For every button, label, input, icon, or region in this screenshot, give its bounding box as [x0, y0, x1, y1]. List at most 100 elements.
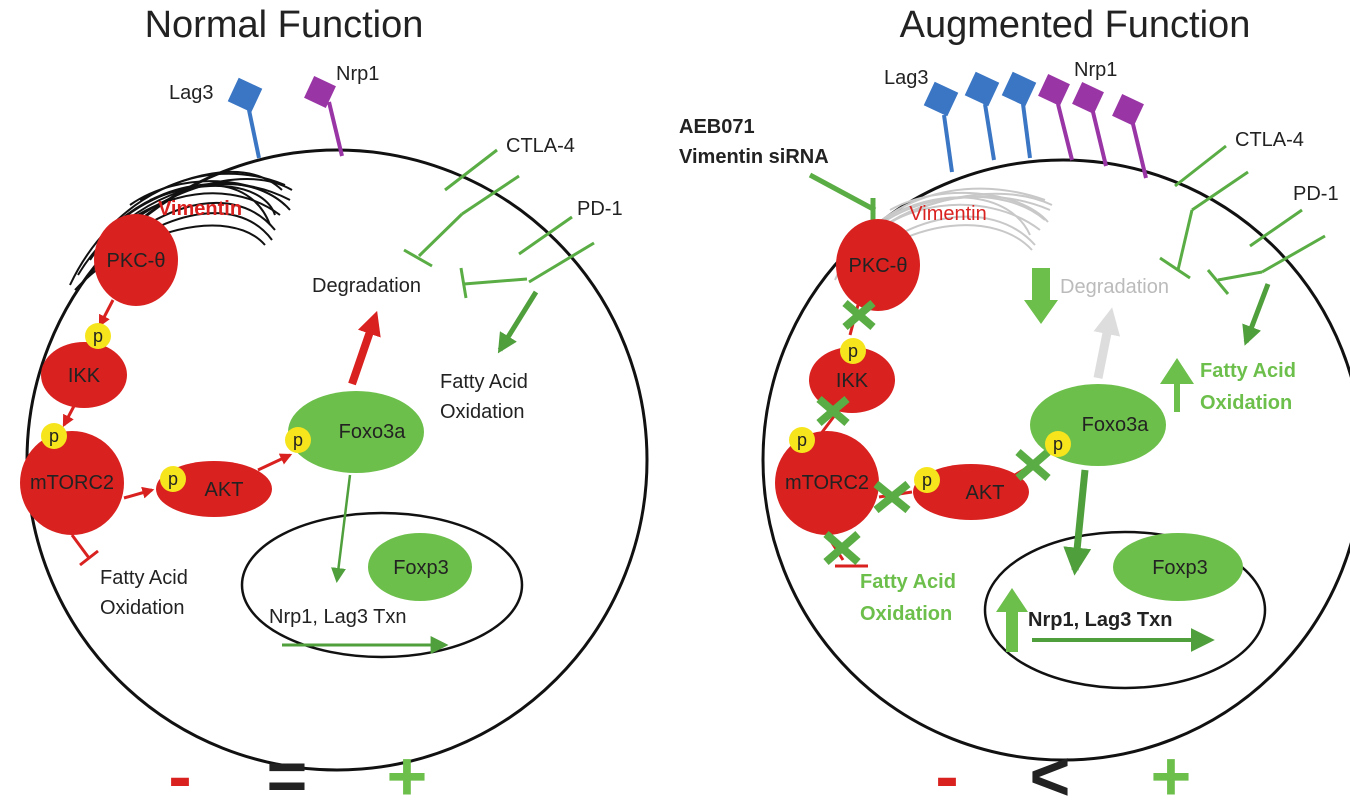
normal-akt-label: AKT	[205, 479, 244, 501]
augmented-txn-up-arrow	[996, 588, 1028, 652]
normal-arrow-foxo3a-degradation	[348, 310, 381, 386]
normal-lag3-receptor	[227, 77, 263, 159]
augmented-block-x-1	[842, 299, 876, 331]
augmented-block-x-4	[873, 480, 911, 514]
normal-fao-left-1: Fatty Acid	[100, 567, 188, 589]
normal-nrp1-receptor	[304, 76, 344, 157]
normal-pkc-node	[94, 214, 178, 306]
normal-mtorc2-label: mTORC2	[30, 472, 114, 494]
normal-mtorc2-p-label: p	[49, 426, 59, 446]
normal-fao-left-2: Oxidation	[100, 597, 185, 619]
normal-ikk-label: IKK	[68, 365, 101, 387]
augmented-ctla4-label: CTLA-4	[1235, 129, 1304, 151]
normal-mtorc2-node	[20, 431, 124, 535]
normal-arrow-mtorc2-akt	[123, 486, 155, 500]
augmented-pd1-receptor	[1206, 208, 1326, 295]
normal-foxp3-node	[368, 533, 472, 601]
normal-degradation-label: Degradation	[312, 275, 421, 297]
normal-akt-phospho	[160, 466, 186, 492]
augmented-foxo3a-p-label: p	[1053, 434, 1063, 454]
augmented-bottom-less-than: <	[1030, 737, 1071, 809]
augmented-inhibitor-tbar	[808, 172, 877, 228]
augmented-fao-left-1: Fatty Acid	[860, 571, 956, 593]
augmented-title: Augmented Function	[900, 4, 1251, 46]
normal-txn-label: Nrp1, Lag3 Txn	[269, 606, 407, 628]
augmented-nrp1-label: Nrp1	[1074, 59, 1117, 81]
normal-arrow-ikk-mtorc2	[62, 405, 76, 428]
normal-foxo3a-label: Foxo3a	[339, 421, 407, 443]
augmented-akt-node	[913, 464, 1029, 520]
normal-bottom-plus: +	[387, 737, 428, 809]
augmented-nrp1-receptors	[1038, 74, 1148, 179]
normal-vimentin-label: Vimentin	[158, 198, 242, 220]
augmented-inhibitor-sirna: Vimentin siRNA	[679, 146, 829, 168]
augmented-ikk-label: IKK	[836, 370, 869, 392]
augmented-lag3-receptors	[923, 71, 1037, 173]
normal-ikk-p-label: p	[93, 326, 103, 346]
normal-foxo3a-phospho	[285, 427, 311, 453]
normal-mtorc2-inhibits-fao	[70, 534, 99, 567]
normal-fao-right-2: Oxidation	[440, 401, 525, 423]
augmented-mtorc2-node	[775, 431, 879, 535]
augmented-pkc-node	[836, 219, 920, 311]
augmented-fao-left-2: Oxidation	[860, 603, 952, 625]
augmented-degradation-down-arrow	[1024, 268, 1058, 324]
augmented-ikk-node	[809, 347, 895, 413]
augmented-foxo3a-label: Foxo3a	[1082, 414, 1150, 436]
augmented-mtorc2-p-label: p	[797, 430, 807, 450]
augmented-ikk-p-label: p	[848, 341, 858, 361]
augmented-cell-membrane	[761, 158, 1350, 762]
augmented-nucleus	[983, 530, 1267, 690]
augmented-block-x-2	[816, 395, 850, 427]
normal-ikk-node	[41, 342, 127, 408]
normal-foxo3a-p-label: p	[293, 430, 303, 450]
normal-ctla4-receptor	[403, 148, 520, 268]
augmented-bottom-minus: -	[935, 737, 958, 809]
augmented-foxo3a-phospho	[1045, 431, 1071, 457]
augmented-foxp3-label: Foxp3	[1152, 557, 1208, 579]
augmented-fao-right-2: Oxidation	[1200, 392, 1292, 414]
augmented-bottom-plus: +	[1151, 737, 1192, 809]
normal-arrow-akt-foxo3a	[257, 453, 293, 472]
augmented-arrow-pd1-fao	[1242, 283, 1271, 346]
normal-panel: Normal Function Lag3 Nrp1 CTLA-4	[20, 4, 649, 809]
augmented-inhibitor-aeb071: AEB071	[679, 116, 755, 138]
normal-arrow-pd1-fao	[497, 290, 539, 354]
augmented-arrow-foxo3a-degradation	[1093, 307, 1121, 379]
normal-lag3-label: Lag3	[169, 82, 214, 104]
normal-akt-p-label: p	[168, 469, 178, 489]
normal-nrp1-label: Nrp1	[336, 63, 379, 85]
augmented-pkc-label: PKC-θ	[849, 255, 908, 277]
normal-pd1-receptor	[459, 215, 595, 299]
normal-foxp3-label: Foxp3	[393, 557, 449, 579]
augmented-lag3-label: Lag3	[884, 67, 929, 89]
normal-bottom-equals: =	[267, 737, 308, 809]
augmented-akt-phospho	[914, 467, 940, 493]
normal-nucleus	[240, 511, 524, 659]
augmented-pd1-label: PD-1	[1293, 183, 1339, 205]
normal-arrow-foxo3a-txn	[331, 474, 352, 583]
augmented-arrow-foxo3a-txn	[1063, 469, 1092, 576]
augmented-ctla4-receptor	[1159, 144, 1249, 280]
normal-ctla4-label: CTLA-4	[506, 135, 575, 157]
augmented-panel: Augmented Function Lag3 Nrp1	[679, 4, 1350, 809]
normal-bottom-minus: -	[168, 737, 191, 809]
normal-pd1-label: PD-1	[577, 198, 623, 220]
normal-title: Normal Function	[145, 4, 424, 46]
augmented-mtorc2-label: mTORC2	[785, 472, 869, 494]
augmented-degradation-label: Degradation	[1060, 276, 1169, 298]
augmented-vimentin-label: Vimentin	[909, 203, 986, 225]
augmented-ikk-phospho	[840, 338, 866, 364]
augmented-fao-right-up-arrow	[1160, 358, 1194, 412]
normal-arrow-pkc-ikk	[98, 299, 115, 328]
augmented-fao-right-1: Fatty Acid	[1200, 360, 1296, 382]
normal-pkc-label: PKC-θ	[107, 250, 166, 272]
augmented-block-x-5	[1015, 448, 1051, 482]
normal-ikk-phospho	[85, 323, 111, 349]
augmented-foxp3-node	[1113, 533, 1243, 601]
augmented-akt-label: AKT	[966, 482, 1005, 504]
normal-mtorc2-phospho	[41, 423, 67, 449]
augmented-mtorc2-phospho	[789, 427, 815, 453]
normal-fao-right-1: Fatty Acid	[440, 371, 528, 393]
